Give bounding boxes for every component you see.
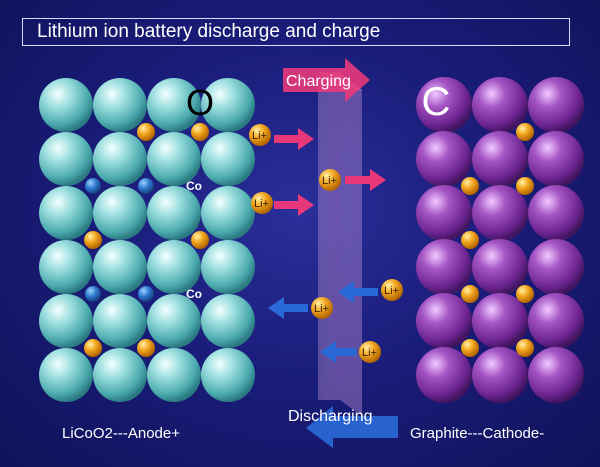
oxygen-sphere xyxy=(201,348,255,402)
carbon-sphere xyxy=(416,185,472,241)
li-ion-4: Li+ xyxy=(381,279,403,301)
cobalt-ion xyxy=(85,178,101,194)
lithium-ion xyxy=(461,339,479,357)
carbon-sphere xyxy=(416,293,472,349)
lithium-ion xyxy=(137,123,155,141)
left-corner-letter: O xyxy=(186,82,214,123)
li-ion-5: Li+ xyxy=(311,297,333,319)
lithium-ion xyxy=(191,231,209,249)
title: Lithium ion battery discharge and charge xyxy=(37,21,381,42)
oxygen-sphere xyxy=(201,240,255,294)
svg-text:Li+: Li+ xyxy=(254,198,269,210)
discharging-label: Discharging xyxy=(288,408,372,425)
title-box: Lithium ion battery discharge and charge xyxy=(22,18,570,46)
discharging-arrow: Discharging xyxy=(288,406,398,448)
li-ion-3: Li+ xyxy=(319,169,341,191)
blue-arrow-3 xyxy=(320,341,356,363)
oxygen-sphere xyxy=(39,132,93,186)
oxygen-sphere xyxy=(147,78,201,132)
oxygen-sphere xyxy=(201,294,255,348)
oxygen-sphere xyxy=(93,294,147,348)
carbon-sphere xyxy=(472,185,528,241)
right-lattice-carbon-spheres xyxy=(416,77,584,403)
lithium-ion xyxy=(516,339,534,357)
carbon-sphere xyxy=(416,239,472,295)
co-label-upper: Co xyxy=(186,179,202,193)
oxygen-sphere xyxy=(39,294,93,348)
oxygen-sphere xyxy=(201,186,255,240)
lithium-ion xyxy=(516,285,534,303)
blue-arrow-1 xyxy=(338,281,378,303)
charging-label: Charging xyxy=(286,73,351,90)
oxygen-sphere xyxy=(147,186,201,240)
pink-arrow-1 xyxy=(274,128,314,150)
oxygen-sphere xyxy=(39,186,93,240)
blue-arrow-2 xyxy=(268,297,308,319)
oxygen-sphere xyxy=(93,78,147,132)
li-ion-1: Li+ xyxy=(249,124,271,146)
oxygen-sphere xyxy=(93,132,147,186)
li-ion-6: Li+ xyxy=(359,341,381,363)
lithium-ion xyxy=(461,231,479,249)
oxygen-sphere xyxy=(93,240,147,294)
carbon-sphere xyxy=(472,293,528,349)
li-ion-2: Li+ xyxy=(251,192,273,214)
oxygen-sphere xyxy=(39,348,93,402)
lithium-ion xyxy=(84,231,102,249)
lithium-ion xyxy=(191,123,209,141)
carbon-sphere xyxy=(528,239,584,295)
oxygen-sphere xyxy=(39,240,93,294)
lithium-ion xyxy=(137,339,155,357)
carbon-sphere xyxy=(528,293,584,349)
carbon-sphere xyxy=(416,347,472,403)
carbon-sphere xyxy=(528,77,584,133)
oxygen-sphere xyxy=(147,240,201,294)
cobalt-ion xyxy=(138,286,154,302)
carbon-sphere xyxy=(472,131,528,187)
carbon-sphere xyxy=(416,77,472,133)
svg-text:Li+: Li+ xyxy=(322,175,337,187)
right-caption: Graphite---Cathode- xyxy=(410,425,544,442)
lithium-ion xyxy=(461,285,479,303)
svg-text:Li+: Li+ xyxy=(314,303,329,315)
carbon-sphere xyxy=(528,185,584,241)
co-label-lower: Co xyxy=(186,287,202,301)
oxygen-sphere xyxy=(201,78,255,132)
right-lattice-lithium-ions xyxy=(461,123,534,357)
oxygen-sphere xyxy=(39,78,93,132)
oxygen-sphere xyxy=(147,348,201,402)
carbon-sphere xyxy=(472,347,528,403)
lithium-ion xyxy=(516,177,534,195)
svg-text:Li+: Li+ xyxy=(384,285,399,297)
carbon-sphere xyxy=(416,131,472,187)
left-lattice-small-ions xyxy=(84,123,209,357)
carbon-sphere xyxy=(528,347,584,403)
discharging-ion-arrows xyxy=(268,281,378,363)
oxygen-sphere xyxy=(201,132,255,186)
carbon-sphere xyxy=(472,239,528,295)
left-caption: LiCoO2---Anode+ xyxy=(62,425,180,442)
lithium-ion xyxy=(516,123,534,141)
charging-arrow: Charging xyxy=(283,58,370,102)
pink-arrow-2 xyxy=(274,194,314,216)
charging-ion-arrows xyxy=(274,128,386,216)
lithium-ion xyxy=(84,339,102,357)
cobalt-ion xyxy=(138,178,154,194)
oxygen-sphere xyxy=(93,348,147,402)
svg-text:Li+: Li+ xyxy=(252,130,267,142)
carbon-sphere xyxy=(528,131,584,187)
cobalt-ion xyxy=(85,286,101,302)
oxygen-sphere xyxy=(147,132,201,186)
pink-arrow-3 xyxy=(345,169,386,191)
separator xyxy=(318,72,362,416)
oxygen-sphere xyxy=(93,186,147,240)
lithium-ion xyxy=(461,177,479,195)
oxygen-sphere xyxy=(147,294,201,348)
right-corner-letter: C xyxy=(422,80,451,124)
carbon-sphere xyxy=(472,77,528,133)
svg-text:Li+: Li+ xyxy=(362,347,377,359)
left-lattice-oxygen-spheres xyxy=(39,78,255,402)
